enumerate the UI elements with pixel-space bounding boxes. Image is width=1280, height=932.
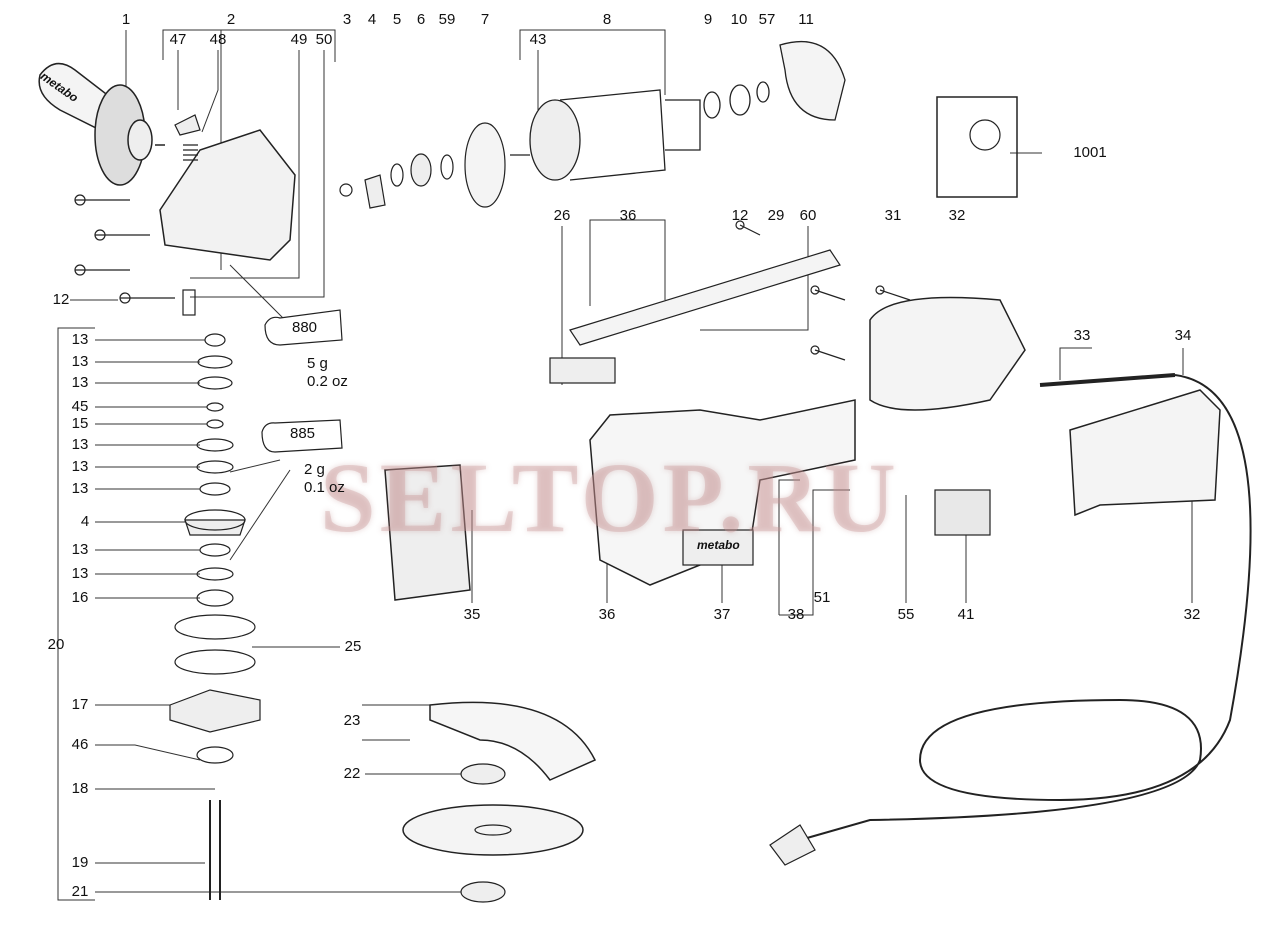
grease-code-880: 880 [292, 319, 318, 336]
grease-tube-885 [261, 419, 343, 453]
gear-train-parts [339, 122, 506, 209]
callout-11: 11 [798, 11, 814, 28]
callout-41: 41 [957, 606, 975, 623]
callout-26: 26 [553, 207, 571, 224]
callout-36: 36 [598, 606, 616, 623]
callout-43: 43 [529, 31, 547, 48]
callout-19: 19 [71, 854, 89, 871]
callout-31: 31 [884, 207, 902, 224]
switch-rod [569, 249, 841, 346]
handle-shell [1069, 389, 1221, 517]
callout-12: 12 [731, 207, 749, 224]
callout-15: 15 [71, 415, 89, 432]
callout-38: 38 [787, 606, 805, 623]
callout-13: 13 [71, 541, 89, 558]
plug [769, 824, 816, 866]
callout-3: 3 [342, 11, 352, 28]
spindle-housing-cover [159, 129, 296, 261]
callout-55: 55 [897, 606, 915, 623]
callout-10: 10 [730, 11, 748, 28]
callout-13: 13 [71, 480, 89, 497]
callout-29: 29 [767, 207, 785, 224]
callout-5: 5 [392, 11, 402, 28]
callout-32: 32 [948, 207, 966, 224]
callout-57: 57 [758, 11, 776, 28]
leader-lines [57, 29, 1193, 901]
grease-code-885: 885 [290, 425, 316, 442]
side-handle [38, 62, 165, 186]
callout-6: 6 [416, 11, 426, 28]
callout-17: 17 [71, 696, 89, 713]
callout-2: 2 [226, 11, 236, 28]
lock-button [174, 114, 201, 136]
callout-50: 50 [315, 31, 333, 48]
callout-33: 33 [1073, 327, 1091, 344]
spring [183, 144, 198, 161]
callout-46: 46 [71, 736, 89, 753]
callout-48: 48 [209, 31, 227, 48]
callout-18: 18 [71, 780, 89, 797]
callout-49: 49 [290, 31, 308, 48]
callout-60: 60 [799, 207, 817, 224]
callout-1: 1 [121, 11, 131, 28]
grinding-disc [402, 804, 584, 856]
callout-16: 16 [71, 589, 89, 606]
callout-1001: 1001 [1073, 144, 1107, 161]
callout-8: 8 [602, 11, 612, 28]
armature [510, 40, 846, 181]
power-cord [799, 374, 1252, 841]
grease-tube-880 [264, 309, 343, 346]
field-coil [384, 464, 471, 601]
callout-4: 4 [367, 11, 377, 28]
cord-sleeve [1039, 373, 1176, 387]
nameplate [682, 529, 754, 566]
callout-59: 59 [438, 11, 456, 28]
callout-13: 13 [71, 436, 89, 453]
callout-13: 13 [71, 331, 89, 348]
grease-weight-oz-885: 0.1 oz [304, 479, 345, 496]
gear-stack-parts [169, 333, 261, 900]
callout-13: 13 [71, 353, 89, 370]
callout-36: 36 [619, 207, 637, 224]
callout-45: 45 [71, 398, 89, 415]
callout-37: 37 [713, 606, 731, 623]
watermark: SELTOP.RU [320, 442, 900, 553]
callout-34: 34 [1174, 327, 1192, 344]
callout-22: 22 [343, 765, 361, 782]
rear-cover [869, 296, 1026, 411]
callout-13: 13 [71, 374, 89, 391]
grease-weight-885: 2 g [304, 461, 325, 478]
callout-9: 9 [703, 11, 713, 28]
grease-weight-oz-880: 0.2 oz [307, 373, 348, 390]
callout-7: 7 [480, 11, 490, 28]
callout-35: 35 [463, 606, 481, 623]
callout-20: 20 [47, 636, 65, 653]
callout-13: 13 [71, 458, 89, 475]
callout-23: 23 [343, 712, 361, 729]
inset-detail-1001 [936, 96, 1018, 198]
callout-51: 51 [813, 589, 831, 606]
callout-25: 25 [344, 638, 362, 655]
callout-4: 4 [80, 513, 90, 530]
label-plate [549, 357, 616, 384]
callout-47: 47 [169, 31, 187, 48]
callout-13: 13 [71, 565, 89, 582]
switch-block [934, 489, 991, 536]
wheel-guard [429, 701, 597, 781]
grease-weight-880: 5 g [307, 355, 328, 372]
callout-12: 12 [52, 291, 70, 308]
screws [74, 194, 911, 361]
nameplate-brand-logo: metabo [697, 538, 740, 552]
callout-21: 21 [71, 883, 89, 900]
motor-housing [589, 399, 856, 586]
callout-32: 32 [1183, 606, 1201, 623]
